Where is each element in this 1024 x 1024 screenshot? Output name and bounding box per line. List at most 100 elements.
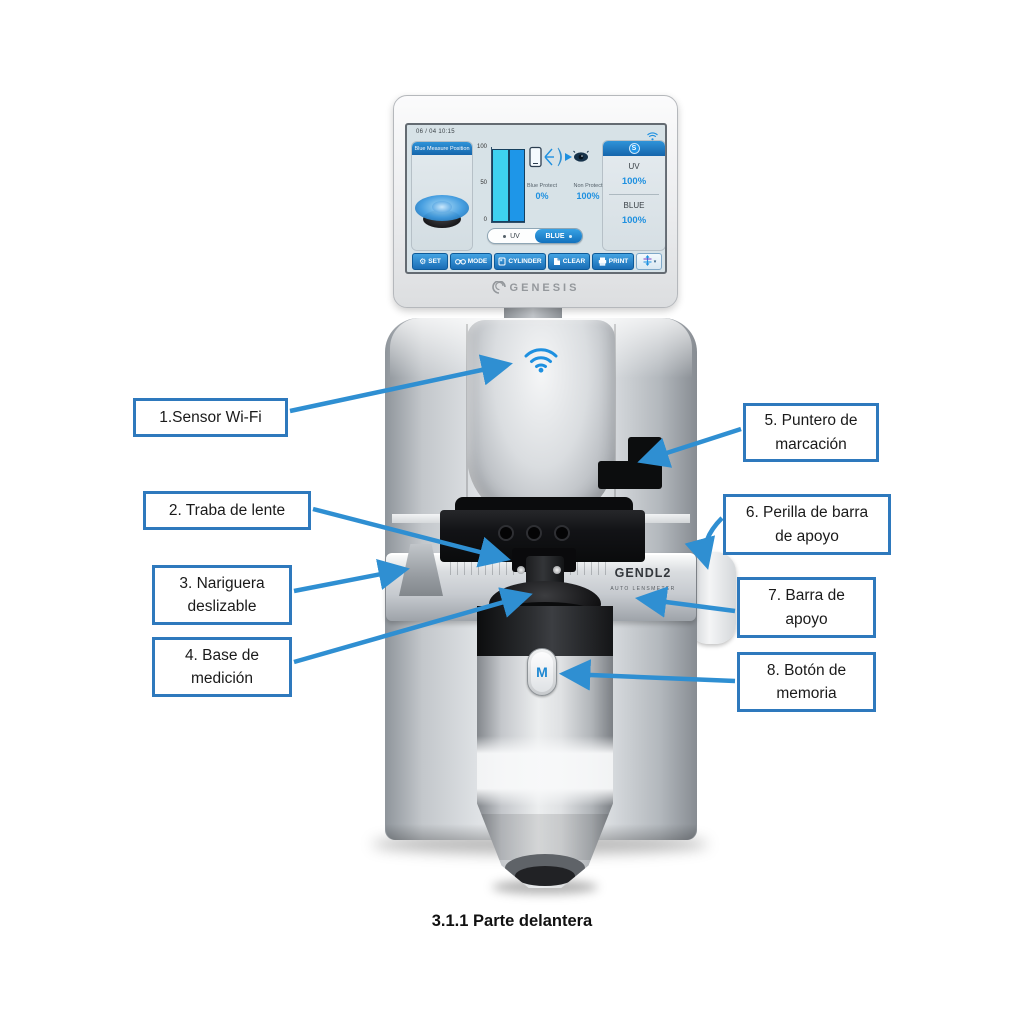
column-white-band [477,736,613,806]
bar-blue [508,149,525,222]
blue-protect-stat: Blue Protect 0% [519,183,565,201]
uv-blue-toggle[interactable]: UV BLUE [487,228,583,244]
toggle-blue-segment[interactable]: BLUE [535,229,582,243]
summary-panel-header: S [603,141,665,156]
mode-button[interactable]: MODE [450,253,492,270]
chevron-down-icon: ▾ [653,258,657,265]
lens-illustration [412,155,472,250]
wifi-sensor-icon [524,346,558,378]
transfer-icon [642,253,653,271]
clamp-screw [553,566,561,574]
non-protect-value: 100% [576,191,600,201]
toggle-uv-segment[interactable]: UV [488,229,535,243]
cylinder-button[interactable]: CYLINDER [494,253,546,270]
transfer-dropdown-button[interactable]: ▾ [636,253,662,270]
callout-line: deslizable [187,598,257,615]
callout-line: marcación [775,435,847,453]
callout-line: apoyo [785,610,828,628]
set-button[interactable]: ⚙ SET [412,253,448,270]
summary-uv-label: UV [628,162,640,171]
callout-line: 4. Base de [184,646,260,664]
clear-icon [553,257,561,266]
callout-puntero: 5. Puntero de marcación [743,403,879,462]
mechanism-hole [498,525,514,541]
blue-measure-panel-title: Blue Measure Position [412,142,472,155]
column-lower-shade [477,814,613,860]
mechanism-hole [554,525,570,541]
toggle-right-dot-icon [568,234,572,238]
ytick-0: 0 [483,217,487,223]
callout-boton-memoria: 8. Botón de memoria [737,652,876,712]
callout-barra-apoyo: 7. Barra de apoyo [737,577,876,638]
bar-uv [492,149,509,222]
mechanism-hole [526,525,542,541]
callout-traba-de-lente: 2. Traba de lente [143,491,311,530]
s-badge: S [628,143,640,154]
callout-line: medición [190,670,254,687]
print-button[interactable]: PRINT [592,253,634,270]
device-type-label: AUTO LENSMETER [610,586,676,592]
glasses-icon [454,258,466,265]
genesis-swirl-icon [491,281,506,294]
wifi-status-icon [647,128,658,146]
callout-line: 2. Traba de lente [168,501,286,519]
callout-sensor-wifi: 1.Sensor Wi-Fi [133,398,288,437]
marking-pointer-arm [598,461,662,489]
summary-blue-value: 100% [621,215,647,226]
brand-logo: GENESIS [394,281,677,294]
blue-protect-label: Blue Protect [527,183,557,189]
callout-line: 1.Sensor Wi-Fi [159,408,262,426]
column-tip [515,866,575,886]
touch-screen: 06 / 04 10:15 Blue Measure Position 100 … [405,123,667,274]
device-column: M [477,606,613,888]
transmission-bar-chart [491,147,525,223]
clear-button[interactable]: CLEAR [548,253,590,270]
mode-button-label: MODE [467,258,488,265]
printer-icon [598,257,607,266]
body-seam-right [614,324,616,516]
callout-line: 7. Barra de [768,587,845,605]
memory-button-label: M [531,652,553,692]
brand-name: GENESIS [509,281,580,294]
callout-line: 6. Perilla de barra [745,504,869,522]
ytick-50: 50 [480,180,487,186]
non-protect-stat: Non Protect 100% [565,183,611,201]
toggle-blue-label: BLUE [545,232,565,240]
screen-datetime: 06 / 04 10:15 [416,129,455,135]
figure-caption: 3.1.1 Parte delantera [431,912,593,930]
set-button-label: SET [428,258,441,265]
callout-line: de apoyo [775,527,839,545]
scale-ticks-left [450,560,520,575]
arrow-right-icon [565,153,572,161]
memory-button[interactable]: M [527,648,557,696]
summary-panel: S UV 100% BLUE 100% [603,141,665,250]
cylinder-button-label: CYLINDER [508,258,542,265]
device-head [467,320,615,522]
callout-line: memoria [776,685,837,702]
callout-base-medicion: 4. Base de medición [152,637,292,697]
non-protect-label: Non Protect [573,183,603,189]
lens-filter-icon [557,147,562,167]
callout-perilla: 6. Perilla de barra de apoyo [723,494,891,555]
lens-core-graphic [432,201,452,213]
callout-line: 8. Botón de [766,661,847,679]
summary-blue-label: BLUE [623,201,645,210]
phone-icon [529,146,542,168]
gear-icon: ⚙ [419,256,427,266]
summary-uv-value: 100% [621,176,647,187]
toggle-left-dot-icon [503,234,507,238]
model-label: GENDL2 [614,566,672,580]
toggle-uv-label: UV [510,232,520,240]
clamp-screw [517,566,525,574]
cylinder-icon [498,257,506,266]
summary-divider [609,194,659,195]
blue-measure-panel: Blue Measure Position [412,142,472,250]
light-path-icons [529,146,591,175]
blue-protect-value: 0% [535,191,549,201]
clear-button-label: CLEAR [562,258,586,265]
ytick-100: 100 [476,144,487,150]
callout-line: 5. Puntero de [764,412,858,430]
screen-button-row: ⚙ SET MODE CYLINDER CLEAR PRINT [412,253,664,270]
